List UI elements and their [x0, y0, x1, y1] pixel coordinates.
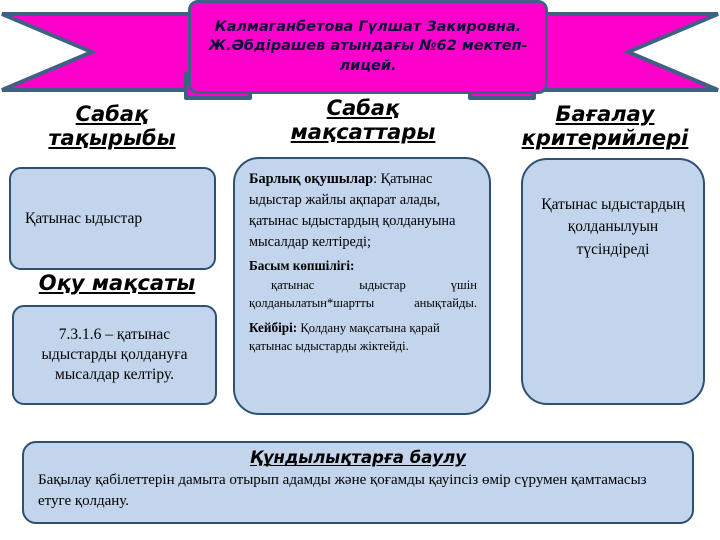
values-body: Бақылау қабілеттерін дамыта отырып адамд…: [38, 472, 647, 509]
objective-some-label: Кейбірі:: [249, 320, 298, 336]
lesson-topic-text: Қатынас ыдыстар: [25, 209, 143, 227]
heading-learning-goal: Оқу мақсаты: [38, 271, 196, 295]
learning-goal-box: 7.3.1.6 – қатынас ыдыстарды қолдануға мы…: [12, 305, 217, 405]
heading-assessment-criteria: Бағалау критерийлері: [521, 102, 689, 150]
objective-all-label: Барлық оқушылар: [249, 171, 374, 187]
objective-all-text: : Қатынас ыдыстар жайлы ақпарат алады, қ…: [249, 171, 456, 251]
objective-some-students: Кейбірі: Қолдану мақсатына қарай қатынас…: [249, 318, 477, 356]
lesson-topic-box: Қатынас ыдыстар: [9, 167, 216, 270]
values-education-box: Құндылықтарға баулу Бақылау қабілеттерін…: [22, 441, 694, 524]
presenter-label-plate: Калмаганбетова Гүлшат Закировна. Ж.Әбдір…: [188, 0, 548, 94]
objective-most-label: Басым көпшілігі:: [249, 257, 355, 273]
ribbon-banner: Калмаганбетова Гүлшат Закировна. Ж.Әбдір…: [0, 0, 720, 104]
objective-most-text: қатынас ыдыстар үшін қолданылатын*шартты…: [249, 277, 477, 310]
presenter-school: Ж.Әбдірашев атындағы №62 мектеп-лицей.: [208, 38, 528, 74]
learning-goal-text: 7.3.1.6 – қатынас ыдыстарды қолдануға мы…: [41, 325, 188, 384]
presenter-name-text: Калмаганбетова Гүлшат Закировна. Ж.Әбдір…: [203, 18, 533, 77]
heading-lesson-topic: Сабақ тақырыбы: [48, 102, 176, 150]
objective-some-text: Қолдану мақсатына қарай қатынас ыдыстард…: [249, 321, 440, 354]
heading-lesson-objectives: Сабақ мақсаттары: [290, 96, 436, 144]
lesson-objectives-box: Барлық оқушылар: Қатынас ыдыстар жайлы а…: [233, 157, 491, 415]
presenter-name: Калмаганбетова Гүлшат Закировна.: [214, 18, 522, 35]
assessment-criteria-box: Қатынас ыдыстардың қолданылуын түсіндіре…: [521, 158, 705, 405]
values-title: Құндылықтарға баулу: [250, 448, 466, 467]
assessment-criteria-text: Қатынас ыдыстардың қолданылуын түсіндіре…: [541, 196, 685, 258]
objective-all-students: Барлық оқушылар: Қатынас ыдыстар жайлы а…: [249, 169, 477, 254]
